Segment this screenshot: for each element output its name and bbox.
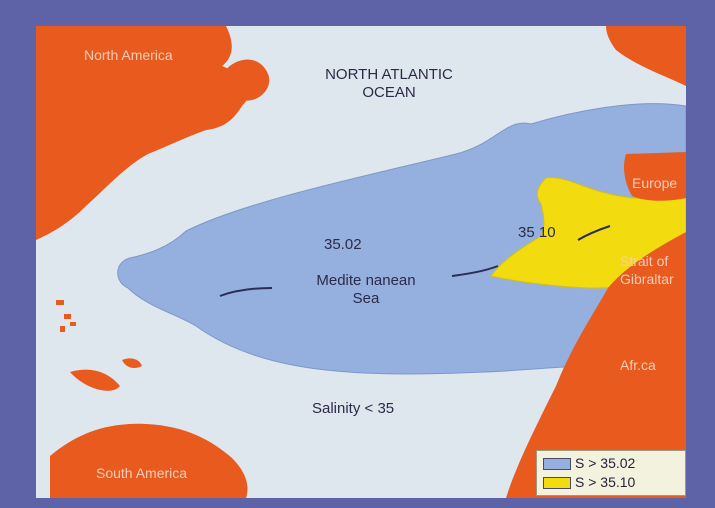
label-mediterranean-line2: Sea xyxy=(352,290,380,307)
legend-row-35-10: S > 35.10 xyxy=(543,473,635,491)
legend: S > 35.02 S > 35.10 xyxy=(536,450,686,496)
label-africa: Afr.ca xyxy=(620,357,656,373)
label-south-america: South America xyxy=(96,465,188,481)
label-mediterranean: Medite nanean Sea xyxy=(294,272,438,308)
land-hispaniola xyxy=(122,358,142,368)
label-europe: Europe xyxy=(632,175,678,191)
ocean-title-line2: OCEAN xyxy=(362,84,416,101)
land-south-america xyxy=(50,423,248,498)
land-cuba xyxy=(70,369,120,391)
land-islet-c xyxy=(60,326,65,332)
legend-label-35-10: S > 35.10 xyxy=(575,474,636,490)
land-africa xyxy=(506,232,686,498)
map-graphic xyxy=(36,26,686,498)
label-strait: Strait of Gibraltar xyxy=(620,252,674,288)
label-salinity-ambient: Salinity < 35 xyxy=(312,400,395,417)
label-north-america: North America xyxy=(84,47,173,63)
label-salinity-35-02: 35.02 xyxy=(324,236,362,253)
label-salinity-35-10: 35 10 xyxy=(518,224,556,241)
legend-label-35-02: S > 35.02 xyxy=(575,455,636,471)
salinity-tongue-35-10 xyxy=(490,177,686,289)
land-north-america xyxy=(36,26,250,240)
isohaline-mark-center xyxy=(451,265,499,277)
salinity-tongue-35-02 xyxy=(117,103,686,375)
legend-swatch-35-10 xyxy=(543,477,571,490)
legend-row-35-02: S > 35.02 xyxy=(543,454,635,472)
ocean-title-line1: NORTH ATLANTIC xyxy=(325,66,453,83)
label-strait-line1: Strait of xyxy=(620,253,669,269)
label-mediterranean-line1: Medite nanean xyxy=(316,272,416,289)
land-greenland xyxy=(606,26,686,86)
ocean-title: NORTH ATLANTIC OCEAN xyxy=(308,66,470,102)
land-newfoundland xyxy=(223,59,270,101)
land-island-small xyxy=(188,119,207,132)
salinity-map: North America NORTH ATLANTIC OCEAN Europ… xyxy=(36,26,686,498)
land-europe xyxy=(624,152,686,201)
isohaline-mark-west xyxy=(219,287,273,297)
legend-swatch-35-02 xyxy=(543,458,571,471)
label-strait-line2: Gibraltar xyxy=(620,271,674,287)
land-islet-b xyxy=(64,314,71,319)
land-islet-d xyxy=(70,322,76,326)
land-islet-a xyxy=(56,300,64,305)
isohaline-mark-east xyxy=(577,225,611,241)
